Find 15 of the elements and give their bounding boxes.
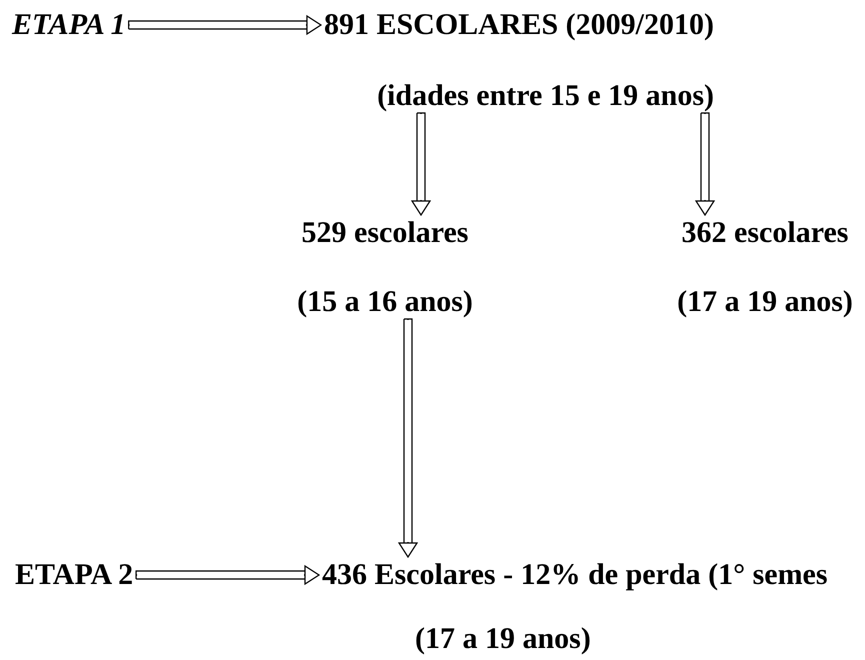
text-label: 529 escolares — [300, 216, 470, 250]
text-label: ETAPA 2 — [15, 558, 134, 592]
text-label: (15 a 16 anos) — [296, 285, 474, 319]
text-label: (17 a 19 anos) — [415, 622, 591, 656]
block-arrow — [398, 318, 418, 558]
block-arrow — [411, 112, 431, 216]
block-arrow — [135, 565, 320, 585]
text-label: (17 a 19 anos) — [676, 285, 854, 319]
text-label: 891 ESCOLARES (2009/2010) — [322, 8, 714, 42]
text-label: (idades entre 15 e 19 anos) — [376, 79, 714, 113]
text-label: ETAPA 1 — [12, 8, 126, 42]
block-arrow — [695, 112, 715, 216]
block-arrow — [128, 15, 322, 35]
text-label: 362 escolares — [680, 216, 850, 250]
text-label: 436 Escolares - 12% de perda (1° semes — [322, 558, 828, 592]
